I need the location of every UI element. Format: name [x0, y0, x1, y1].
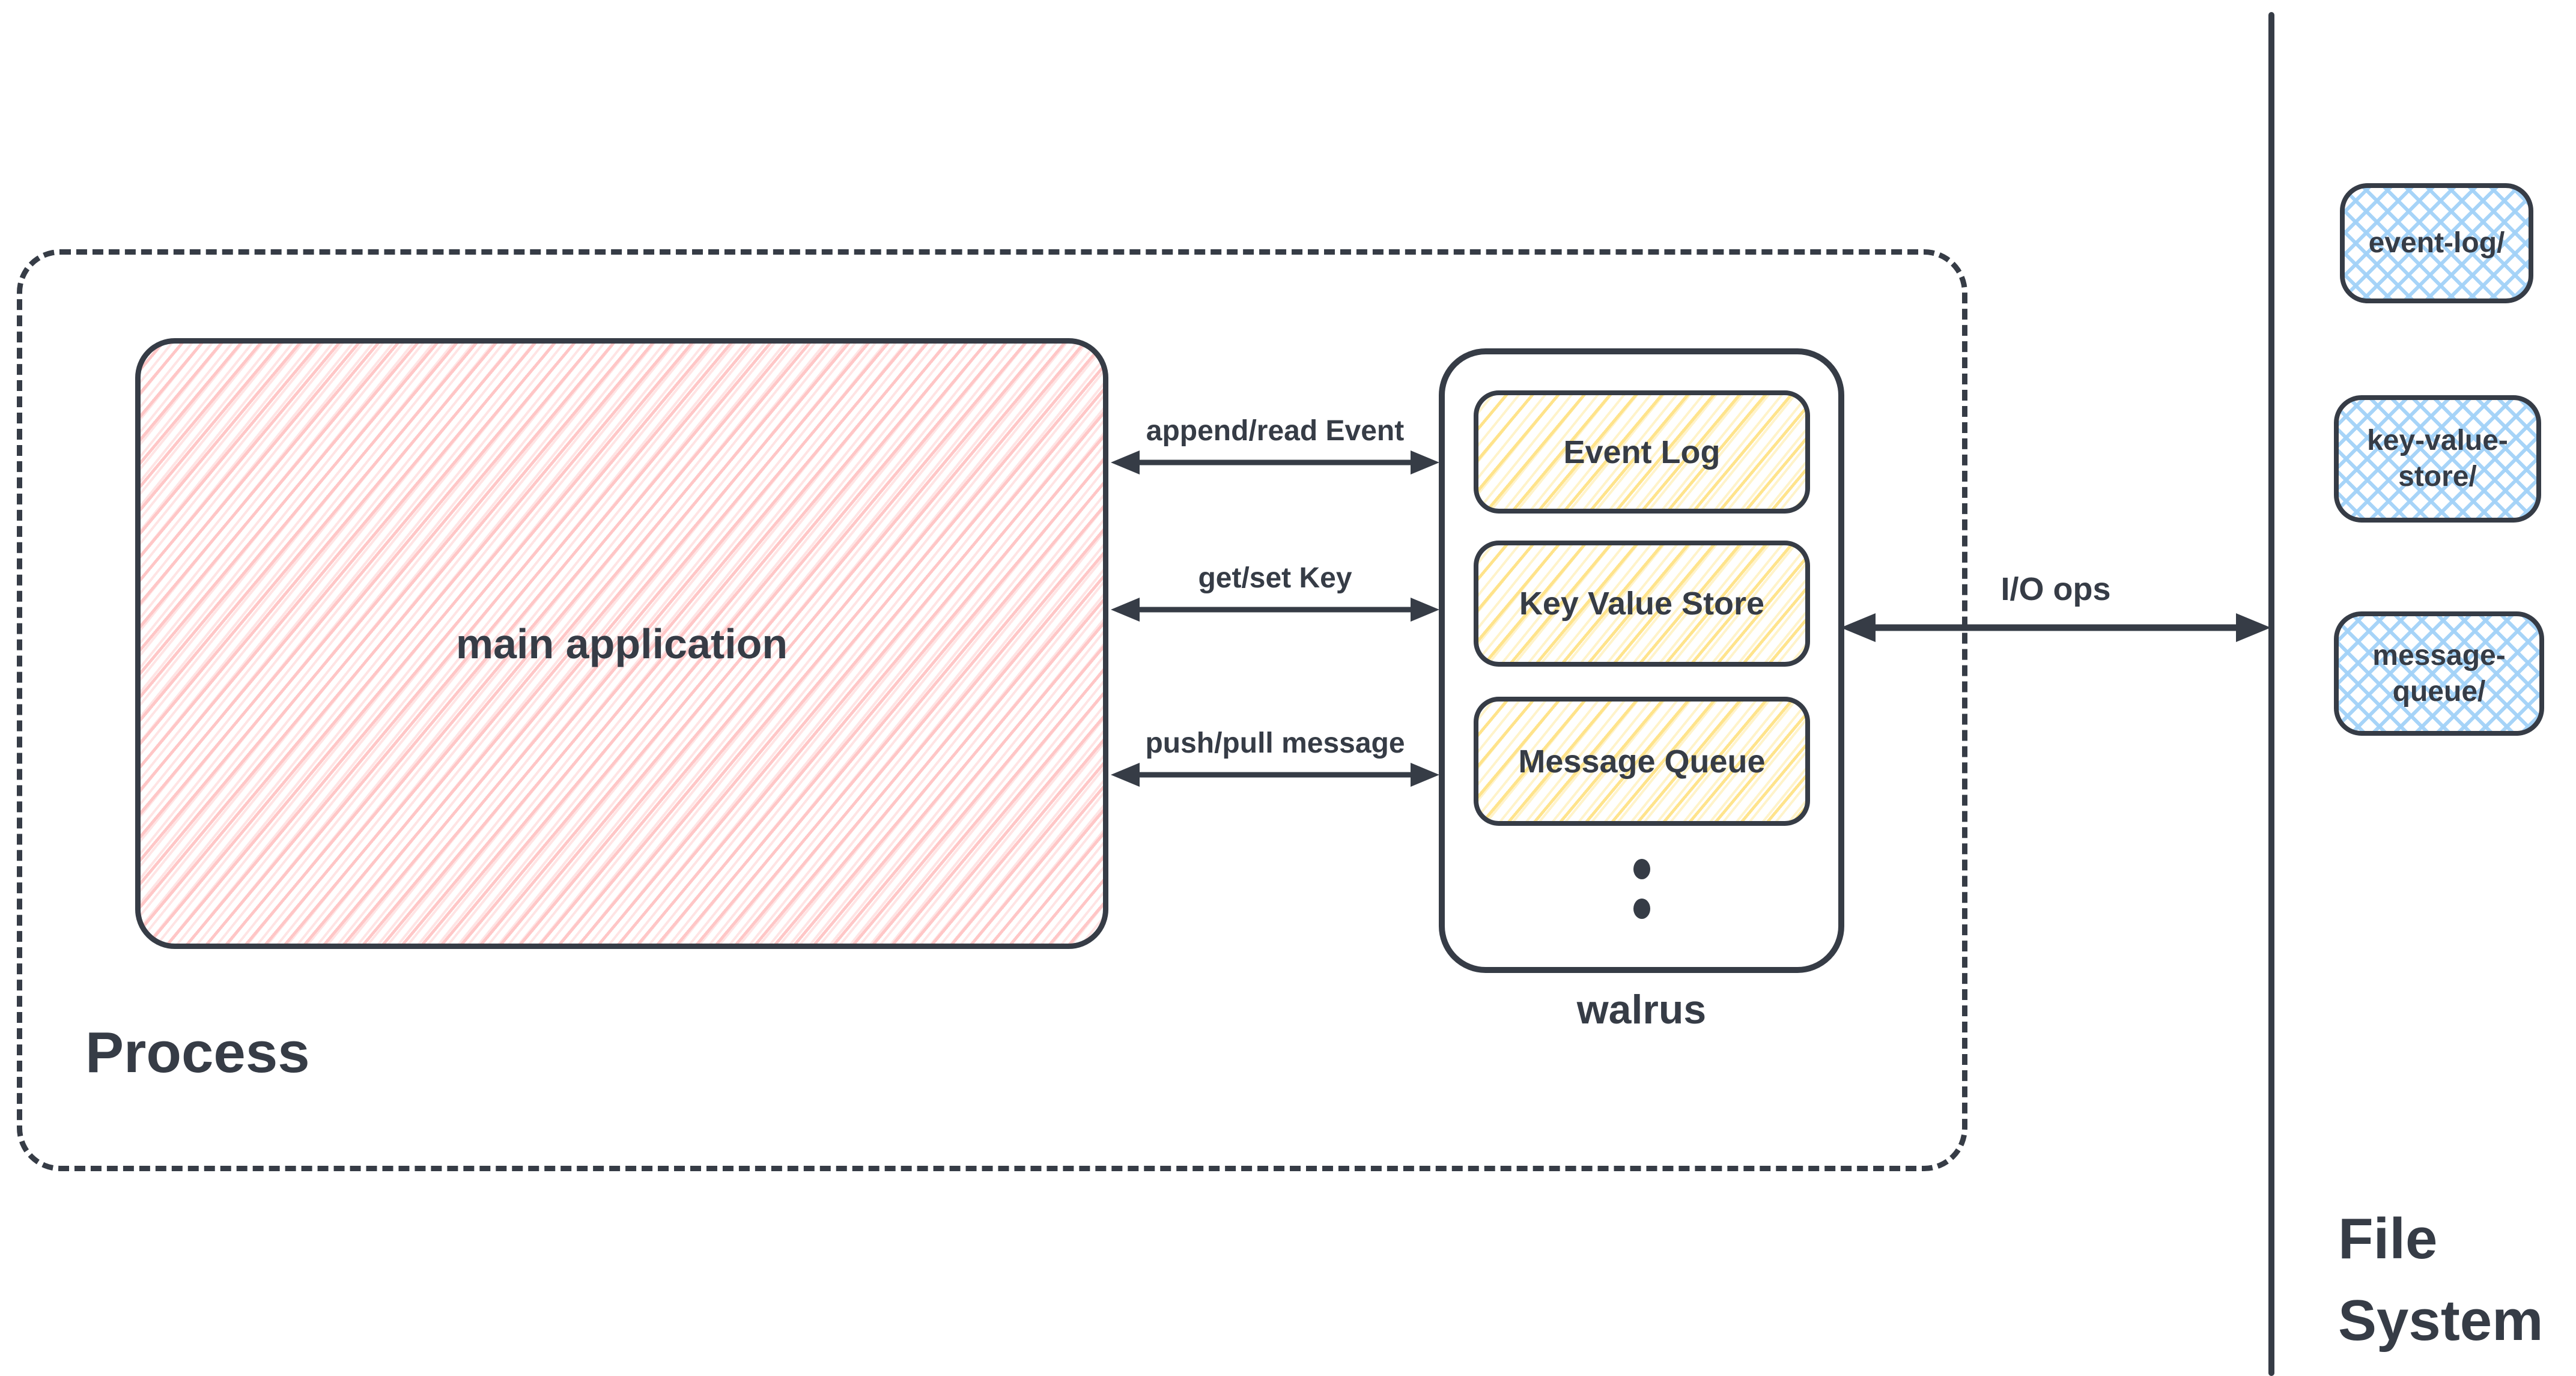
component-message-queue: Message Queue — [1474, 697, 1810, 826]
main-application-label: main application — [455, 620, 788, 667]
get-set-key-arrow-icon — [1111, 598, 1439, 622]
component-key-value-store: Key Value Store — [1474, 541, 1810, 667]
walrus-label: walrus — [1576, 987, 1707, 1032]
ellipsis-dot — [1633, 899, 1650, 919]
fs-dir-message-queue: message- queue/ — [2334, 611, 2544, 736]
append-read-event-arrow-icon — [1111, 450, 1439, 474]
io-ops-arrow-icon — [1841, 613, 2271, 642]
main-application-box: main application — [135, 338, 1108, 949]
append-read-event-label: append/read Event — [1146, 415, 1405, 447]
push-pull-message-label: push/pull message — [1145, 727, 1405, 759]
file-system-label: File System — [2338, 1207, 2544, 1353]
component-event-log-label: Event Log — [1563, 434, 1721, 470]
io-ops-label: I/O ops — [2000, 571, 2111, 607]
fs-dir-key-value-store: key-value- store/ — [2334, 395, 2541, 523]
fs-dir-event-log-label: event-log/ — [2368, 227, 2505, 259]
component-event-log: Event Log — [1474, 390, 1810, 514]
filesystem-divider-line — [2268, 12, 2274, 1376]
fs-dir-key-value-store-label: key-value- store/ — [2367, 425, 2508, 493]
process-label: Process — [85, 1020, 310, 1085]
fs-dir-event-log: event-log/ — [2340, 183, 2533, 303]
ellipsis-dot — [1633, 859, 1650, 879]
component-message-queue-label: Message Queue — [1518, 743, 1766, 780]
get-set-key-label: get/set Key — [1198, 562, 1352, 594]
process-boundary — [17, 249, 1967, 1171]
component-key-value-store-label: Key Value Store — [1519, 586, 1765, 622]
vertical-ellipsis-icon — [1445, 859, 1838, 919]
fs-dir-message-queue-label: message- queue/ — [2372, 639, 2506, 708]
walrus-box: Event Log Key Value Store Message Queue — [1439, 348, 1844, 973]
push-pull-message-arrow-icon — [1111, 763, 1439, 787]
